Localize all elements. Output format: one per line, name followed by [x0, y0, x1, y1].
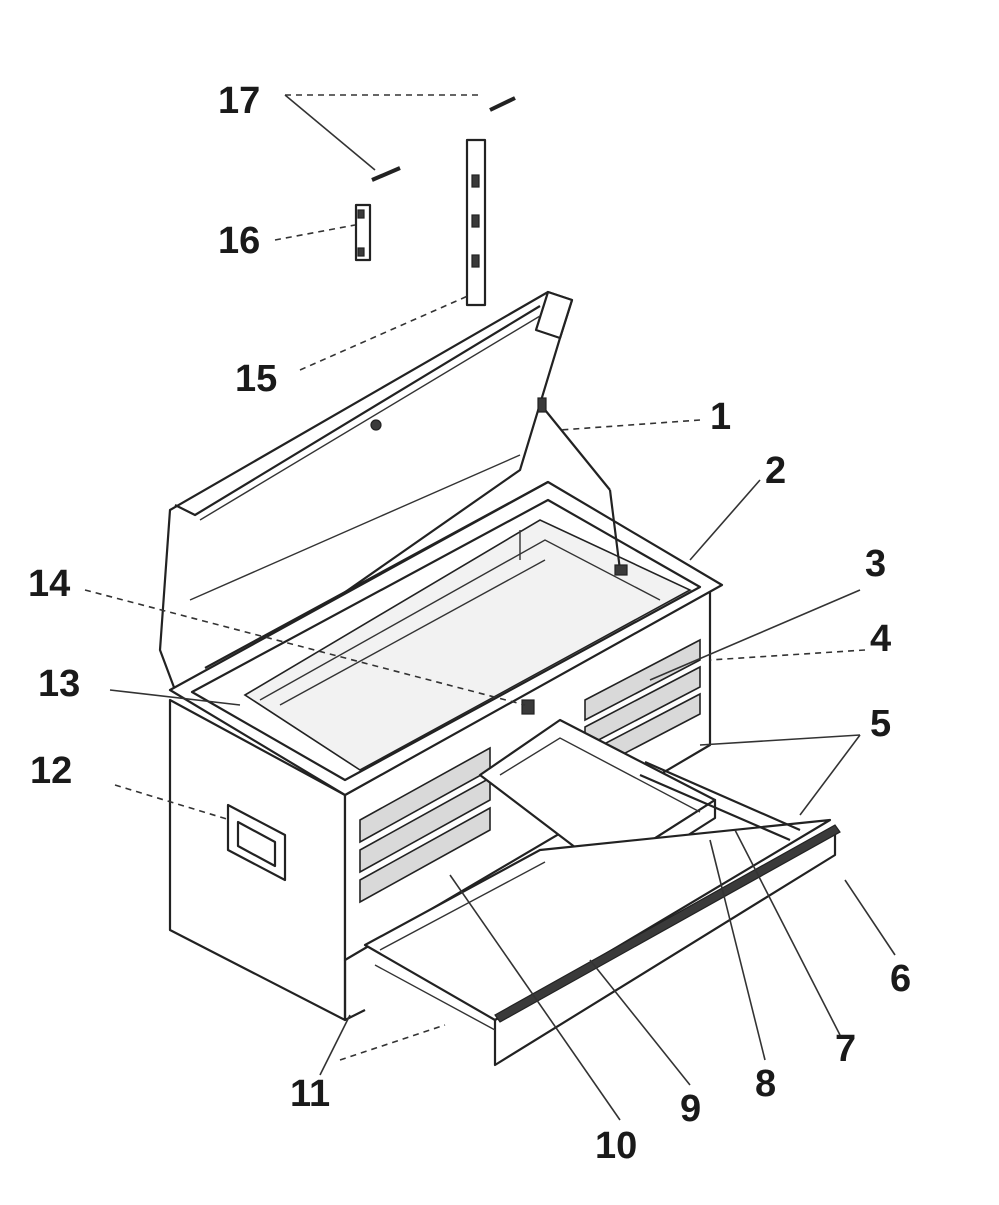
callout-15: 15 — [235, 358, 278, 400]
side-handle — [226, 803, 287, 882]
lid-fastener — [370, 419, 382, 431]
callout-9: 9 — [680, 1088, 702, 1130]
leader-lines — [84, 94, 896, 1121]
callout-12: 12 — [30, 750, 73, 792]
hinge-parts — [354, 96, 516, 307]
callout-2: 2 — [765, 450, 787, 492]
latch — [521, 699, 535, 715]
callout-10: 10 — [595, 1125, 638, 1167]
callout-14: 14 — [28, 563, 71, 605]
callout-16: 16 — [218, 220, 261, 262]
callout-6: 6 — [890, 958, 912, 1000]
callout-8: 8 — [755, 1063, 777, 1105]
callout-4: 4 — [870, 618, 892, 660]
drawer-stack — [359, 638, 701, 904]
callout-11: 11 — [290, 1073, 331, 1115]
lid — [158, 290, 574, 692]
callout-5: 5 — [870, 703, 892, 745]
open-bottom-drawer — [363, 760, 841, 1067]
callout-7: 7 — [835, 1028, 857, 1070]
lid-stay — [537, 397, 628, 576]
callout-3: 3 — [865, 543, 887, 585]
callout-1: 1 — [710, 396, 732, 438]
callout-13: 13 — [38, 663, 81, 705]
callout-17: 17 — [218, 80, 261, 122]
